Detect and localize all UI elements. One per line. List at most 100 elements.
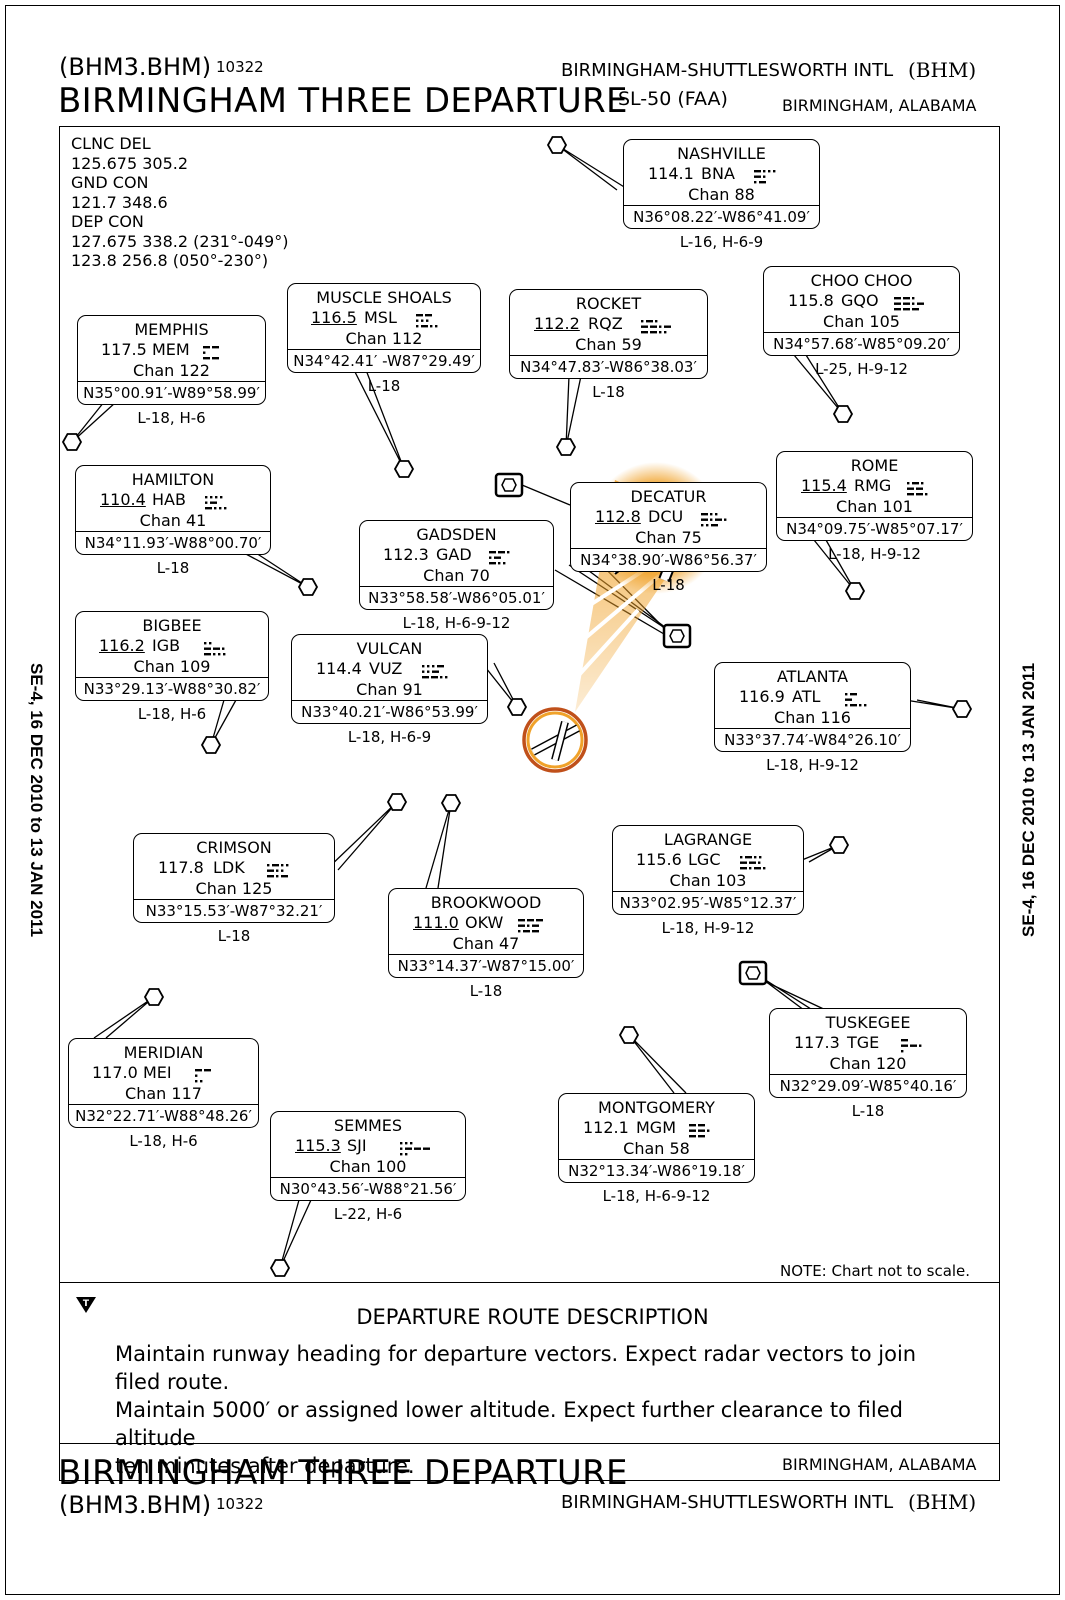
footer-title: BIRMINGHAM THREE DEPARTURE bbox=[58, 1453, 628, 1493]
vor-icon bbox=[143, 988, 165, 1006]
navaid-frequency: 112.2 bbox=[534, 314, 580, 333]
navaid-ident: MGM bbox=[636, 1118, 677, 1137]
navaid-name: BIGBEE bbox=[142, 616, 202, 635]
navaid-coordinates: N32°22.71′-W88°48.26′ bbox=[69, 1104, 258, 1127]
freq-line: 123.8 256.8 (050°-230°) bbox=[71, 251, 269, 270]
navaid-ident: MEM bbox=[152, 340, 190, 359]
morse-code-icon bbox=[754, 169, 800, 191]
navaid-box-igb: BIGBEE 116.2 IGB Chan 109 N33°29.13′-W88… bbox=[75, 611, 269, 701]
navaid-frequency: 115.4 bbox=[801, 476, 847, 495]
vor-icon bbox=[546, 136, 568, 154]
navaid-ident: SJI bbox=[347, 1136, 367, 1155]
navaid-box-dcu: DECATUR 112.8 DCU Chan 75 N34°38.90′-W86… bbox=[570, 482, 767, 572]
navaid-channel: Chan 120 bbox=[829, 1054, 907, 1073]
navaid-frequency: 110.4 bbox=[100, 490, 146, 509]
navaid-channel: Chan 59 bbox=[575, 335, 642, 354]
leader-line bbox=[565, 375, 582, 448]
morse-code-icon bbox=[701, 512, 747, 534]
navaid-frequency: 117.5 bbox=[101, 340, 147, 359]
freq-line: 127.675 338.2 (231°-049°) bbox=[71, 231, 289, 251]
svg-text:T: T bbox=[83, 1299, 90, 1309]
navaid-coordinates: N33°58.58′-W86°05.01′ bbox=[360, 586, 553, 609]
navaid-frequency: 112.1 bbox=[583, 1118, 629, 1137]
leader-line bbox=[556, 144, 630, 191]
vor-icon bbox=[440, 794, 462, 812]
navaid-frequency: 117.3 bbox=[794, 1033, 840, 1052]
navaid-name: TUSKEGEE bbox=[825, 1013, 911, 1032]
freq-line: 121.7 348.6 bbox=[71, 192, 168, 212]
leader-line bbox=[93, 996, 155, 1039]
airport-icon bbox=[522, 707, 588, 773]
navaid-frequency: 114.1 bbox=[648, 164, 694, 183]
navaid-coordinates: N34°47.83′-W86°38.03′ bbox=[510, 355, 707, 378]
navaid-name: LAGRANGE bbox=[663, 830, 753, 849]
vor-icon bbox=[555, 438, 577, 456]
navaid-channel: Chan 125 bbox=[195, 879, 273, 898]
sl-number: SL-50 (FAA) bbox=[618, 88, 728, 110]
navaid-box-lgc: LAGRANGE 115.6 LGC Chan 103 N33°02.95′-W… bbox=[612, 825, 804, 915]
navaid-box-vuz: VULCAN 114.4 VUZ Chan 91 N33°40.21′-W86°… bbox=[291, 634, 488, 724]
navaid-channel: Chan 91 bbox=[356, 680, 423, 699]
navaid-channel: Chan 58 bbox=[623, 1139, 690, 1158]
vor-icon bbox=[297, 578, 319, 596]
navaid-channel: Chan 109 bbox=[133, 657, 211, 676]
navaid-box-msl: MUSCLE SHOALS 116.5 MSL Chan 112 N34°42.… bbox=[287, 283, 481, 373]
navaid-name: HAMILTON bbox=[131, 470, 215, 489]
navaid-ident: IGB bbox=[152, 636, 181, 655]
procedure-title: BIRMINGHAM THREE DEPARTURE bbox=[58, 81, 628, 121]
navaid-ident: HAB bbox=[152, 490, 186, 509]
navaid-coordinates: N32°29.09′-W85°40.16′ bbox=[770, 1074, 966, 1097]
navaid-coordinates: N33°14.37′-W87°15.00′ bbox=[389, 954, 583, 977]
leader-line bbox=[425, 802, 452, 889]
navaid-name: MONTGOMERY bbox=[598, 1098, 715, 1117]
navaid-channel: Chan 88 bbox=[688, 185, 755, 204]
navaid-frequency: 116.9 bbox=[739, 687, 785, 706]
page-frame bbox=[5, 5, 1060, 1595]
vor-icon bbox=[951, 700, 973, 718]
navaid-frequency: 112.3 bbox=[383, 545, 429, 564]
morse-code-icon bbox=[907, 481, 953, 503]
city-state: BIRMINGHAM, ALABAMA bbox=[782, 96, 977, 115]
freq-line: CLNC DEL bbox=[71, 134, 151, 153]
morse-code-icon bbox=[518, 918, 564, 940]
description-line: ten minutes after departure. bbox=[115, 1454, 415, 1478]
navaid-charts: L-18, H-6-9-12 bbox=[602, 1187, 711, 1205]
navaid-channel: Chan 117 bbox=[125, 1084, 202, 1103]
takeoff-minimums-icon: T bbox=[76, 1297, 96, 1313]
morse-code-icon bbox=[489, 550, 535, 572]
vor-icon bbox=[386, 793, 408, 811]
navaid-name: MUSCLE SHOALS bbox=[316, 288, 452, 307]
description-divider bbox=[59, 1282, 1000, 1283]
navaid-ident: GQO bbox=[841, 291, 879, 310]
leader-line bbox=[325, 801, 398, 871]
navaid-channel: Chan 70 bbox=[423, 566, 490, 585]
navaid-ident: LGC bbox=[688, 850, 721, 869]
footer-city: BIRMINGHAM, ALABAMA bbox=[782, 1455, 977, 1474]
vor-icon bbox=[61, 433, 83, 451]
navaid-channel: Chan 100 bbox=[329, 1157, 407, 1176]
navaid-charts: L-18, H-6 bbox=[137, 705, 207, 723]
navaid-frequency: 117.8 bbox=[158, 858, 204, 877]
navaid-name: NASHVILLE bbox=[677, 144, 766, 163]
navaid-name: GADSDEN bbox=[416, 525, 497, 544]
navaid-channel: Chan 103 bbox=[669, 871, 747, 890]
navaid-charts: L-18, H-9-12 bbox=[828, 545, 921, 563]
navaid-box-mei: MERIDIAN 117.0 MEI Chan 117 N32°22.71′-W… bbox=[68, 1038, 259, 1128]
navaid-ident: ATL bbox=[792, 687, 821, 706]
footer-number: 10322 bbox=[216, 1495, 264, 1513]
frequency-block: CLNC DEL 125.675 305.2 GND CON 121.7 348… bbox=[71, 134, 288, 271]
footer-airport: BIRMINGHAM-SHUTTLESWORTH INTL bbox=[561, 1492, 894, 1513]
navaid-frequency: 112.8 bbox=[595, 507, 641, 526]
navaid-box-rqz: ROCKET 112.2 RQZ Chan 59 N34°47.83′-W86°… bbox=[509, 289, 708, 379]
navaid-coordinates: N33°40.21′-W86°53.99′ bbox=[292, 700, 487, 723]
leader-line bbox=[521, 484, 571, 506]
navaid-box-okw: BROOKWOOD 111.0 OKW Chan 47 N33°14.37′-W… bbox=[388, 888, 584, 978]
morse-code-icon bbox=[689, 1123, 735, 1145]
vor-icon bbox=[832, 405, 854, 423]
navaid-charts: L-18, H-6 bbox=[137, 409, 206, 427]
navaid-ident: VUZ bbox=[369, 659, 403, 678]
navaid-charts: L-18, H-9-12 bbox=[661, 919, 755, 937]
footer-airport-id: (BHM) bbox=[908, 1490, 977, 1514]
navaid-charts: L-18 bbox=[367, 377, 401, 395]
navaid-name: CHOO CHOO bbox=[810, 271, 913, 290]
